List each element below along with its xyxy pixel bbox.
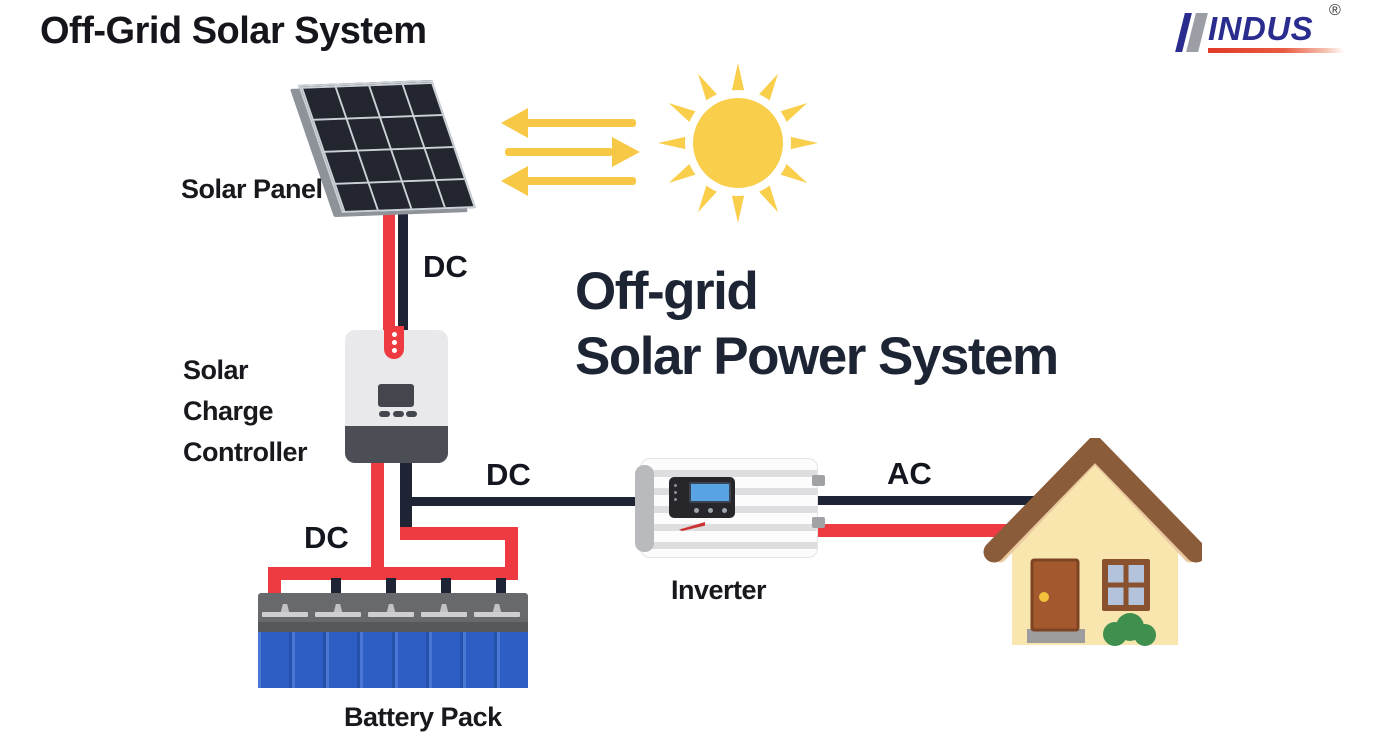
inverter-terminal: [812, 475, 825, 486]
registered-trademark-mark: ®: [1329, 2, 1341, 19]
wire-red-step-vertical: [505, 527, 518, 580]
battery-link-bar: [474, 612, 520, 617]
inverter-led: [674, 484, 677, 487]
wire-battery-bus: [268, 567, 518, 580]
sunlight-arrows-icon: [501, 108, 640, 196]
brand-name: INDUS: [1208, 10, 1314, 47]
battery-terminal-post: [441, 578, 451, 596]
dc-label-panel: DC: [423, 249, 468, 284]
battery-cell: [360, 632, 395, 688]
inverter-icon: [635, 458, 825, 558]
battery-pack-label: Battery Pack: [344, 702, 502, 732]
page-title: Off-Grid Solar System: [40, 10, 427, 52]
charge-controller-button: [393, 411, 404, 417]
ac-label-house: AC: [887, 456, 932, 491]
inverter-button: [722, 508, 727, 513]
diagram-heading: Off-grid Solar Power System: [575, 260, 1059, 389]
inverter-led: [674, 498, 677, 501]
battery-cap-icon: [331, 604, 345, 612]
battery-link-bar: [315, 612, 361, 617]
wire-panel-negative: [398, 200, 408, 334]
inverter-control-panel: [669, 477, 735, 518]
inverter-handle: [635, 465, 654, 552]
charge-controller-label-line3: Controller: [183, 437, 308, 467]
sun-icon: [658, 63, 818, 223]
battery-cell: [496, 632, 528, 688]
brand-logo: INDUS ®: [1175, 2, 1353, 59]
charge-controller-display: [378, 384, 414, 407]
charge-controller-label-line2: Charge: [183, 396, 274, 426]
battery-pack-icon: [258, 593, 528, 688]
inverter-led: [674, 491, 677, 494]
battery-link-bar: [421, 612, 467, 617]
charge-controller-button: [379, 411, 390, 417]
charge-controller-icon: [345, 326, 448, 463]
solar-panel-icon: [298, 80, 476, 214]
dc-label-inverter: DC: [486, 457, 531, 492]
inverter-terminal: [812, 517, 825, 528]
gland-dot: [392, 340, 397, 345]
battery-cell: [326, 632, 361, 688]
inverter-button: [694, 508, 699, 513]
battery-cell: [258, 632, 293, 688]
battery-link-bar: [368, 612, 414, 617]
gland-dot: [392, 348, 397, 353]
heading-line-1: Off-grid: [575, 262, 759, 321]
wire-red-step-horizontal: [400, 527, 518, 540]
battery-terminal-post: [331, 578, 341, 596]
inverter-button: [708, 508, 713, 513]
charge-controller-base: [345, 426, 448, 463]
battery-cell: [462, 632, 497, 688]
wire-panel-positive: [383, 200, 395, 334]
battery-cap-icon: [437, 604, 451, 612]
wire-battery-bus-left-drop: [268, 567, 281, 597]
battery-cell: [292, 632, 327, 688]
charge-controller-label: Solar Charge Controller: [183, 350, 308, 473]
dc-label-battery: DC: [304, 520, 349, 555]
wire-ac-neutral: [818, 524, 1013, 537]
wire-controller-battery-positive: [371, 460, 384, 580]
battery-cap-icon: [384, 604, 398, 612]
battery-link-bar: [262, 612, 308, 617]
inverter-lcd-screen: [689, 482, 731, 503]
battery-mid-strip: [258, 622, 528, 632]
battery-terminal-post: [496, 578, 506, 596]
wire-controller-inverter-dc: [406, 497, 651, 506]
cable-gland-icon: [384, 326, 404, 359]
inverter-label: Inverter: [671, 575, 767, 605]
solar-panel-label: Solar Panel: [181, 174, 323, 204]
battery-cell: [394, 632, 429, 688]
charge-controller-button: [406, 411, 417, 417]
battery-cap-icon: [490, 604, 504, 612]
logo-underline: [1208, 48, 1344, 53]
house-icon: [983, 438, 1202, 646]
battery-cap-icon: [278, 604, 292, 612]
battery-terminal-post: [386, 578, 396, 596]
heading-line-2: Solar Power System: [575, 326, 1059, 386]
battery-cells: [258, 632, 528, 688]
wire-controller-negative-drop: [400, 460, 412, 530]
gland-dot: [392, 332, 397, 337]
battery-cell: [428, 632, 463, 688]
charge-controller-label-line1: Solar: [183, 355, 249, 385]
wire-ac-line: [818, 496, 1048, 505]
inverter-brand-mark-icon: [679, 522, 705, 531]
